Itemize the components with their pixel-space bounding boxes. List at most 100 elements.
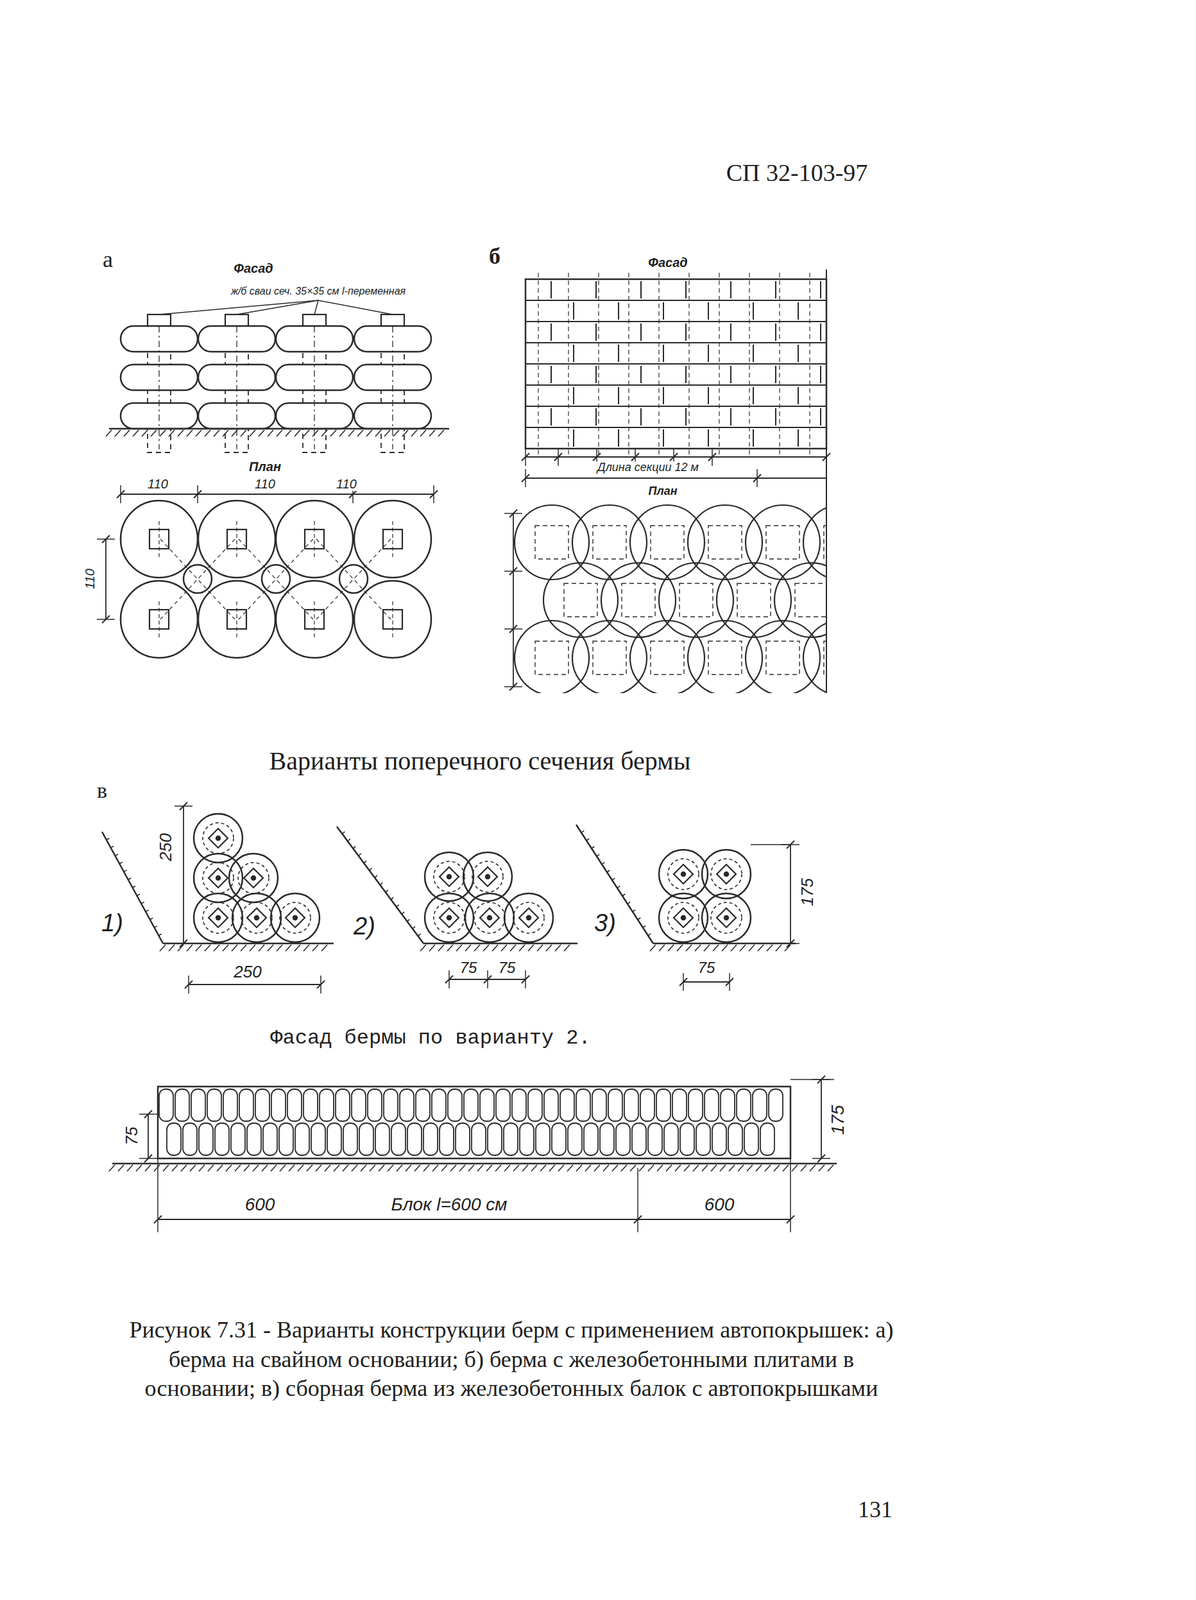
- drawing-label: б: [486, 243, 503, 270]
- grid-line: [628, 272, 629, 455]
- tire-joint: [550, 323, 552, 341]
- tire-elevation: [576, 1088, 591, 1121]
- tire-small: [261, 564, 291, 593]
- tire-inner: [667, 902, 699, 933]
- tire-joint: [775, 365, 777, 384]
- tire-elevation: [319, 1088, 334, 1121]
- tire-elevation: [471, 1122, 486, 1155]
- tire-elevation: [367, 1088, 382, 1121]
- grid-line: [537, 272, 539, 455]
- ground-hatch: [231, 429, 238, 437]
- ground-hatch: [150, 429, 157, 437]
- slope-hatch: [596, 854, 600, 856]
- ground-hatch: [231, 944, 238, 951]
- ground-hatch: [240, 944, 247, 951]
- tire-elevation: [503, 1122, 518, 1155]
- tire-elevation: [696, 1122, 711, 1155]
- ground-hatch: [387, 1164, 394, 1171]
- ground-hatch: [657, 1164, 663, 1171]
- pile-axis: [392, 521, 393, 557]
- ground-line: [162, 942, 334, 945]
- ground-hatch: [773, 1164, 780, 1171]
- ground-hatch: [339, 429, 346, 437]
- beam-section: [243, 868, 264, 888]
- tire-plan: [572, 620, 647, 693]
- dimension-line: [525, 477, 758, 479]
- ground-hatch: [757, 944, 764, 951]
- tire-elevation: [311, 1122, 326, 1155]
- tie-line: [238, 538, 314, 620]
- row-line: [525, 384, 827, 386]
- beam-section: [208, 828, 228, 848]
- pile-plan: [383, 529, 403, 549]
- tire-elevation: [495, 1088, 511, 1121]
- grid-line: [748, 272, 750, 455]
- tire-joint: [730, 365, 732, 384]
- tie-line: [238, 538, 314, 620]
- ground-hatch: [153, 1164, 160, 1171]
- ground-hatch: [207, 1164, 214, 1171]
- tire-elevation: [230, 1122, 246, 1155]
- berm-outline: [157, 1086, 791, 1159]
- ground-hatch: [171, 1164, 178, 1171]
- tire-plan: [514, 620, 590, 693]
- dimension-line: [120, 493, 434, 495]
- dimension-line: [105, 538, 107, 620]
- grid-line: [658, 272, 659, 455]
- tire-elevation: [487, 1122, 502, 1155]
- beam-section: [716, 864, 736, 884]
- ground-hatch: [621, 1164, 627, 1171]
- leader-line: [314, 300, 319, 315]
- tire-inner: [433, 861, 465, 892]
- slope-hatch: [627, 901, 631, 904]
- slope-hatch: [612, 877, 615, 880]
- plan-b-group: [514, 504, 827, 693]
- ground-hatch: [348, 429, 355, 437]
- ground-hatch: [692, 1164, 699, 1171]
- tire-elevation: [383, 1088, 398, 1121]
- slope-hatch: [642, 925, 646, 928]
- tire-joint: [820, 408, 822, 426]
- tire-elevation: [431, 1088, 446, 1121]
- ground-hatch: [703, 944, 710, 951]
- extension-line: [812, 1157, 831, 1159]
- tire-joint: [797, 429, 799, 447]
- tire-elevation: [656, 1088, 671, 1121]
- tire-plan: [601, 562, 676, 638]
- tire-plan: [687, 620, 763, 693]
- tire-joint: [820, 323, 822, 341]
- beam-section: [439, 866, 459, 887]
- tire-joint: [640, 323, 642, 341]
- ground-hatch: [186, 429, 193, 437]
- tire-joint: [730, 408, 732, 426]
- ground-hatch: [141, 429, 148, 437]
- beam-dot: [216, 836, 221, 840]
- ground-hatch: [495, 1164, 502, 1171]
- tire-plan: [687, 504, 763, 580]
- slope-hatch: [374, 875, 378, 878]
- ground-hatch: [261, 1164, 268, 1171]
- slope-hatch: [150, 917, 154, 919]
- tire-elevation: [640, 1088, 655, 1121]
- tie-line: [316, 538, 391, 620]
- drawing-label: 2): [351, 913, 378, 940]
- tire-section: [658, 849, 708, 899]
- ground-hatch: [402, 429, 409, 437]
- beam-section: [285, 907, 305, 928]
- tire-joint: [617, 429, 620, 447]
- drawing-label: 1): [99, 909, 126, 937]
- ground-hatch: [405, 1164, 412, 1171]
- ground-hatch: [531, 1164, 538, 1171]
- ground-hatch: [109, 1164, 115, 1171]
- ground-hatch: [180, 1164, 187, 1171]
- slope-hatch: [617, 886, 620, 889]
- leader-line: [236, 300, 319, 315]
- dimension-line: [757, 477, 827, 479]
- dimension-line: [147, 1113, 149, 1159]
- slope-hatch: [412, 926, 416, 930]
- grid-line: [778, 272, 780, 455]
- tire-elevation: [399, 1088, 414, 1121]
- ground-hatch: [369, 1164, 376, 1171]
- ground-hatch: [540, 1164, 547, 1171]
- slab-plan: [650, 640, 684, 675]
